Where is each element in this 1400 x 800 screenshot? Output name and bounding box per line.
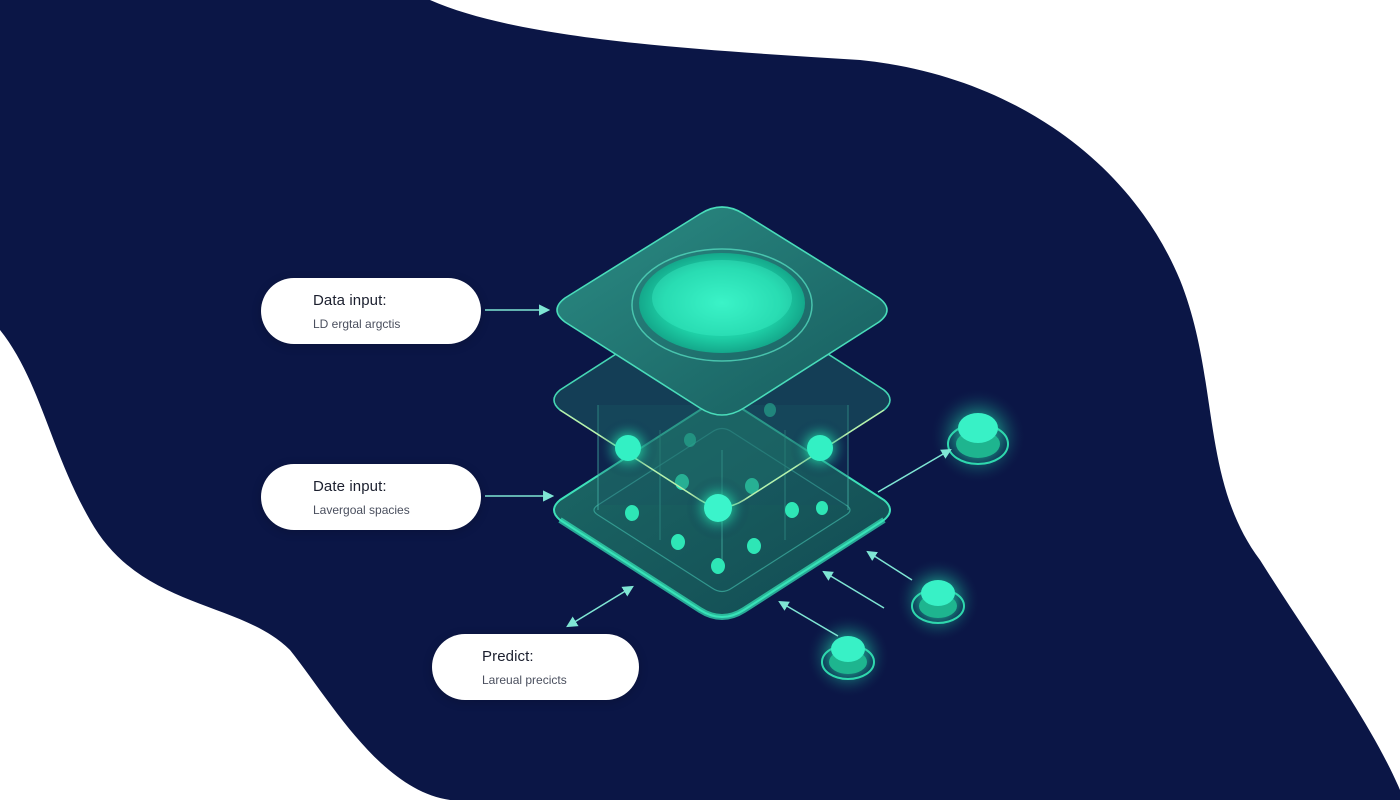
- label-card-date-input: Date input: Lavergoal spacies: [261, 464, 481, 530]
- top-layer: [556, 206, 888, 416]
- label-title: Date input:: [313, 478, 387, 495]
- label-title: Data input:: [313, 292, 387, 309]
- label-subtitle: Lavergoal spacies: [313, 503, 410, 517]
- glow-node-icon: [806, 614, 890, 698]
- label-title: Predict:: [482, 648, 534, 665]
- inner-dots: [625, 403, 828, 574]
- label-subtitle: LD ergtal argctis: [313, 317, 401, 331]
- cube-nodes: [598, 418, 850, 540]
- core-disc: [639, 253, 805, 353]
- arrow-right-icon: [778, 600, 839, 637]
- arrow-right-icon: [866, 550, 913, 581]
- label-card-data-input: Data input: LD ergtal argctis: [261, 278, 481, 344]
- core-ring: [631, 248, 813, 362]
- label-card-predict: Predict: Lareual precicts: [432, 634, 639, 700]
- arrow-right-icon: [877, 448, 952, 493]
- glow-node-icon: [930, 388, 1026, 484]
- arrow-right-icon: [822, 570, 885, 609]
- arrow-double-icon: [566, 585, 634, 628]
- glow-node-icon: [896, 558, 980, 642]
- label-subtitle: Lareual precicts: [482, 673, 567, 687]
